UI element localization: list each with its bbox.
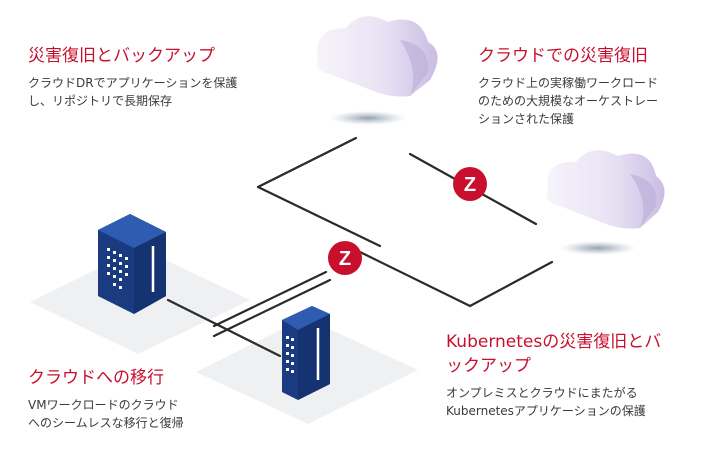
svg-text:Z: Z [339, 248, 351, 270]
link-left-branch [256, 185, 382, 248]
server-icon-left [98, 214, 166, 314]
cloud-icon-secondary [546, 150, 665, 255]
server-icon-right [282, 306, 330, 400]
feature-block-kubernetes: Kubernetesの災害復旧とバ ックアップ オンプレミスとクラウドにまたがる… [446, 330, 706, 420]
zerto-logo-lower: Z [328, 241, 362, 275]
feature-title: クラウドへの移行 [28, 368, 164, 388]
link-server-a [212, 270, 328, 328]
feature-description: クラウド上の実稼働ワークロード のための大規模なオーケストレー ションされた保護 [478, 76, 659, 126]
feature-block-dr-backup: 災害復旧とバックアップ クラウドDRでアプリケーションを保護 し、リポジトリで長… [28, 44, 298, 110]
svg-text:Z: Z [464, 174, 476, 196]
zerto-logo-upper: Z [453, 167, 487, 201]
connection-lines [166, 136, 554, 358]
link-cloud1-to-cloud2 [256, 136, 358, 189]
link-server-b [212, 278, 332, 338]
feature-title: 災害復旧とバックアップ [28, 46, 215, 66]
feature-description: VMワークロードのクラウド へのシームレスな移行と復帰 [28, 398, 184, 430]
feature-title: クラウドでの災害復旧 [478, 46, 648, 66]
feature-title: Kubernetesの災害復旧とバ ックアップ [446, 332, 662, 376]
feature-description: クラウドDRでアプリケーションを保護 し、リポジトリで長期保存 [28, 76, 238, 108]
feature-block-cloud-dr: クラウドでの災害復旧 クラウド上の実稼働ワークロード のための大規模なオーケスト… [478, 44, 708, 128]
feature-description: オンプレミスとクラウドにまたがる Kubernetesアプリケーションの保護 [446, 386, 646, 418]
link-servers [166, 298, 282, 358]
link-cloud2-down [358, 250, 554, 308]
cloud-icon-primary [316, 16, 438, 125]
feature-block-cloud-migration: クラウドへの移行 VMワークロードのクラウド へのシームレスな移行と復帰 [28, 366, 288, 432]
